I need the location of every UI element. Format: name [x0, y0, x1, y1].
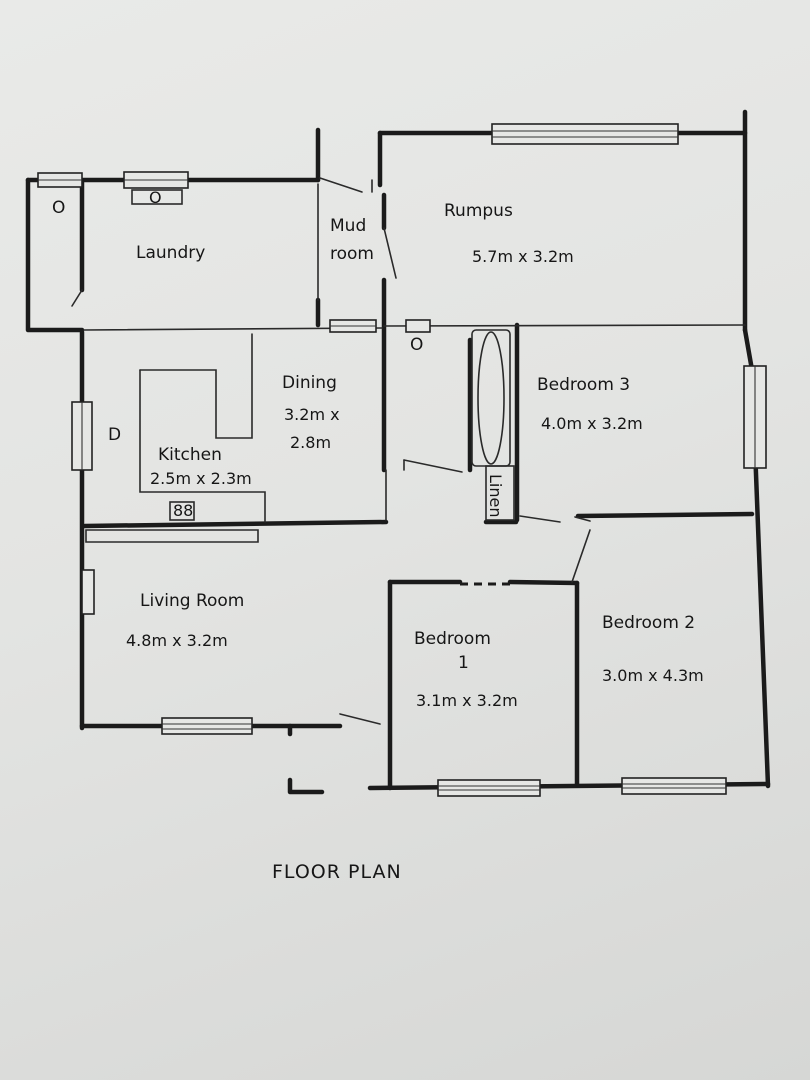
fixtures: O O O D 88 [52, 188, 515, 521]
bedroom2-label: Bedroom 2 [602, 613, 695, 633]
kitchen-bench-strip [85, 529, 259, 543]
bedroom2-door-top [574, 516, 591, 522]
window-hall [405, 319, 431, 333]
kitchen-label: Kitchen [158, 445, 222, 465]
bedroom1-label-line2: 1 [458, 653, 469, 673]
kitchen-living-divider [82, 519, 389, 529]
dining-label: Dining [282, 373, 337, 393]
kitchen-size: 2.5m x 2.3m [150, 469, 252, 488]
linen-shelf-icon [477, 331, 505, 465]
bedroom3-label: Bedroom 3 [537, 375, 630, 395]
mud-room-label-line2: room [330, 244, 374, 264]
bedroom1-size: 3.1m x 3.2m [416, 691, 518, 710]
rumpus-south-line [383, 324, 746, 327]
window-living-south [161, 717, 253, 735]
living-room-label: Living Room [140, 591, 244, 611]
window-bedroom1 [437, 779, 541, 797]
doors [71, 177, 591, 725]
linen-label: Linen [486, 474, 505, 517]
cooktop-symbol: 88 [173, 501, 193, 520]
window-kitchen-west [71, 401, 93, 471]
windows [37, 123, 767, 797]
front-door [339, 713, 381, 725]
walls [25, 109, 771, 795]
window-living-west [81, 569, 95, 615]
mud-room-label-line1: Mud [330, 216, 366, 236]
hall-door [403, 459, 463, 473]
fridge-icon: D [108, 425, 121, 445]
bedroom3-south-wall [575, 511, 755, 519]
dining-size-line2: 2.8m [290, 433, 331, 452]
dining-size-line1: 3.2m x [284, 405, 340, 424]
laundry-door [71, 289, 83, 307]
cooktop-icon [169, 501, 195, 521]
window-mudroom [329, 319, 377, 333]
laundry-tub-symbol: O [149, 188, 162, 207]
rumpus-label: Rumpus [444, 201, 513, 221]
bedroom2-size: 3.0m x 4.3m [602, 666, 704, 685]
mudroom-north-door [319, 177, 363, 193]
window-bedroom3 [743, 365, 767, 469]
floor-plan-title: FLOOR PLAN [272, 861, 402, 883]
living-room-size: 4.8m x 3.2m [126, 631, 228, 650]
entry-step [287, 777, 325, 795]
window-laundry [123, 171, 189, 189]
bedroom1-label-line1: Bedroom [414, 629, 491, 649]
laundry-label: Laundry [136, 243, 205, 263]
east-jog [742, 327, 755, 373]
linen-box [485, 465, 515, 521]
bedroom3-door [519, 515, 561, 523]
washer-icon: O [52, 198, 65, 218]
interior-lines [83, 183, 746, 543]
bedroom2-door [571, 529, 591, 583]
kitchen-bench-upper [139, 333, 253, 439]
laundry-west-wall [25, 177, 85, 333]
window-bedroom2 [621, 777, 727, 795]
mudroom-east-door [383, 227, 397, 279]
bedroom1-north-right [507, 579, 580, 586]
bedroom3-size: 4.0m x 3.2m [541, 414, 643, 433]
window-laundry-left [37, 172, 83, 188]
room-labels: Laundry Mud room Rumpus 5.7m x 3.2m Dini… [126, 201, 704, 883]
rumpus-size: 5.7m x 3.2m [472, 247, 574, 266]
kitchen-bench-lower [139, 369, 266, 523]
hall-basin-icon: O [410, 335, 423, 355]
laundry-tub-icon [131, 189, 183, 205]
window-rumpus [491, 123, 679, 145]
